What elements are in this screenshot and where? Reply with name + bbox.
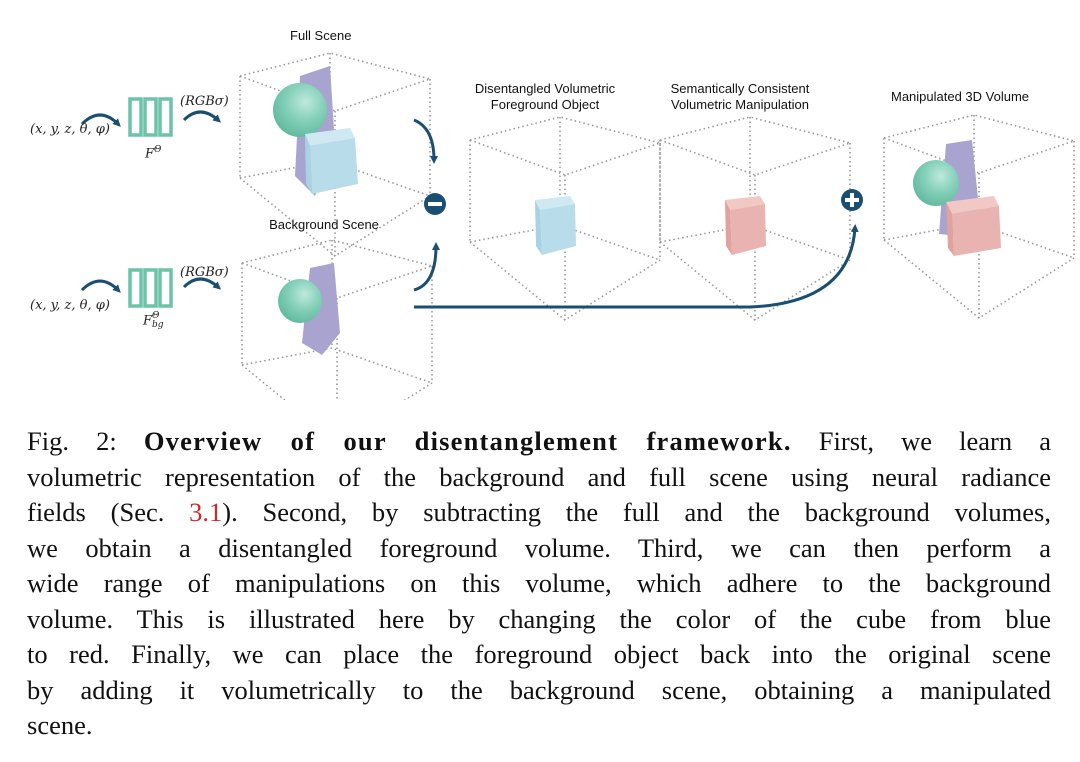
caption-line: fields (Sec. 3.1). Second, by subtractin… bbox=[27, 497, 1051, 527]
foreground-object-label: Disentangled Volumetric Foreground Objec… bbox=[465, 81, 625, 113]
section-reference-link[interactable]: 3.1 bbox=[189, 497, 223, 527]
input-coords-bottom: (x, y, z, θ, φ) bbox=[30, 298, 110, 313]
caption-line: we obtain a disentangled foreground volu… bbox=[27, 532, 1051, 563]
foreground-label-line1: Disentangled Volumetric bbox=[474, 81, 616, 96]
network-icon-top bbox=[128, 97, 173, 137]
minus-icon bbox=[424, 193, 446, 215]
output-arrow-top bbox=[182, 110, 221, 123]
network-label-top: FΘ bbox=[145, 145, 161, 161]
arrow-background-to-minus bbox=[413, 242, 440, 292]
sphere-shape bbox=[278, 279, 322, 323]
cube-shape-red bbox=[946, 196, 1001, 256]
output-label-bottom: (RGBσ) bbox=[180, 265, 229, 280]
network-sup: Θ bbox=[152, 311, 160, 321]
foreground-object-volume bbox=[469, 116, 661, 321]
caption-line: volume. This is illustrated here by chan… bbox=[27, 603, 1051, 634]
caption-title: Overview of our disentanglement framewor… bbox=[143, 426, 792, 456]
foreground-label-line2: Foreground Object bbox=[490, 97, 600, 112]
background-scene-volume bbox=[241, 239, 433, 400]
network-base: F bbox=[143, 313, 153, 329]
caption-line: Fig. 2: Overview of our disentanglement … bbox=[27, 426, 1051, 456]
full-scene-label: Full Scene bbox=[290, 28, 352, 43]
manipulation-label: Semantically Consistent Volumetric Manip… bbox=[655, 81, 825, 113]
caption-line: scene. bbox=[27, 710, 93, 740]
caption-line: to red. Finally, we can place the foregr… bbox=[27, 639, 1051, 669]
output-arrow-bottom bbox=[182, 277, 221, 290]
cube-shape-blue bbox=[535, 196, 576, 255]
background-scene-label: Background Scene bbox=[269, 217, 379, 232]
figure-canvas bbox=[80, 52, 1075, 400]
cube-shape-blue bbox=[305, 128, 358, 194]
caption-line: volumetric representation of the backgro… bbox=[27, 461, 1051, 492]
figure-number: Fig. 2: bbox=[27, 426, 117, 456]
manipulation-label-line1: Semantically Consistent bbox=[670, 81, 810, 96]
manipulation-volume bbox=[659, 116, 851, 321]
cube-shape-red bbox=[725, 196, 766, 255]
full-scene-volume bbox=[239, 52, 431, 257]
caption-line: wide range of manipulations on this volu… bbox=[27, 568, 1051, 598]
sphere-shape bbox=[273, 83, 327, 137]
manipulated-volume bbox=[883, 114, 1075, 319]
output-label-top: (RGBσ) bbox=[180, 94, 229, 109]
plus-icon bbox=[841, 189, 863, 211]
network-base: F bbox=[145, 146, 155, 162]
input-arrow-top bbox=[80, 113, 121, 127]
network-sup: Θ bbox=[154, 145, 162, 155]
figure-caption: Fig. 2: Overview of our disentanglement … bbox=[27, 424, 1051, 744]
manipulation-label-line2: Volumetric Manipulation bbox=[670, 97, 810, 112]
manipulated-volume-label: Manipulated 3D Volume bbox=[890, 89, 1030, 104]
sphere-shape bbox=[913, 160, 959, 206]
input-coords-top: (x, y, z, θ, φ) bbox=[30, 122, 110, 137]
input-arrow-bottom bbox=[80, 279, 121, 293]
network-sub: bg bbox=[152, 320, 164, 330]
network-icon-bottom bbox=[128, 268, 173, 308]
caption-line: by adding it volumetrically to the backg… bbox=[27, 674, 1051, 705]
framework-figure: (x, y, z, θ, φ) FΘ (RGBσ) (x, y, z, θ, φ… bbox=[30, 28, 1075, 400]
arrow-background-to-plus bbox=[414, 224, 859, 309]
arrow-full-to-minus bbox=[413, 118, 438, 164]
